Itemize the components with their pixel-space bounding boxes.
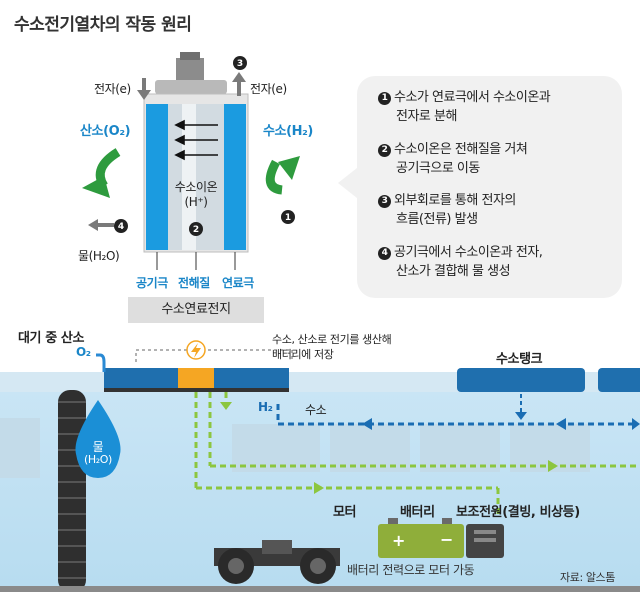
water-drop-line1: 물: [92, 440, 104, 454]
train-window-2: [330, 424, 410, 472]
hydrogen-tank: [457, 368, 585, 392]
cell-top-cap: [155, 80, 227, 94]
water-drop-line2: (H₂O): [84, 453, 112, 466]
electron-up-arrow: [232, 72, 246, 96]
tank-down-arrow: [515, 394, 527, 420]
badge-4-text: 4: [118, 222, 124, 232]
ion-label-line1: 수소이온: [174, 180, 218, 194]
svg-text:−: −: [440, 530, 453, 549]
cathode-plate: [146, 104, 168, 250]
badge-2-text: 2: [193, 225, 199, 235]
steps-pointer: [338, 168, 357, 198]
battery-unit-icon: [378, 524, 464, 558]
hydrogen-curve-arrow: [265, 159, 283, 195]
oxygen-label: 산소(O₂): [80, 124, 131, 139]
badge-3-icon: [233, 56, 247, 70]
battery-power-lines: [194, 392, 640, 516]
proton-arrows: [174, 119, 218, 161]
hydrogen-tank-2: [598, 368, 640, 392]
cathode-label: 공기극: [136, 276, 168, 290]
water-out-arrow: [88, 219, 114, 231]
step-4-badge: 4: [378, 247, 391, 260]
water-drop-icon: [75, 400, 121, 478]
step-3-badge: 3: [378, 195, 391, 208]
badge-1-text: 1: [285, 213, 291, 223]
badge-1-icon: [281, 210, 295, 224]
roof-battery-cell: [178, 368, 214, 390]
step-3-line2: 흐름(전류) 발생: [396, 212, 478, 227]
leader-lines: [156, 252, 236, 270]
step-2-badge: 2: [378, 144, 391, 157]
train-window-3: [420, 424, 500, 472]
steps-panel: [357, 76, 622, 298]
aux-power-label: 보조전원(결빙, 비상등): [456, 505, 580, 520]
source-label: 자료: 알스톰: [560, 571, 616, 584]
hydrogen-flow-line: [276, 404, 640, 430]
hydrogen-flow-label: 수소: [305, 403, 327, 417]
badge-4-icon: [114, 219, 128, 233]
step-4-line2: 산소가 결합해 물 생성: [396, 264, 511, 279]
anode-label: 연료극: [222, 276, 254, 290]
step-1-line1: 수소가 연료극에서 수소이온과: [394, 90, 551, 105]
cell-connector-cap: [180, 52, 200, 60]
bottom-caption: 배터리 전력으로 모터 가동: [347, 563, 475, 577]
hydrogen-label: 수소(H₂): [263, 124, 313, 139]
o2-label: O₂: [76, 345, 91, 359]
step-3-line1: 외부회로를 통해 전자의: [394, 193, 516, 208]
battery-bracket: [135, 349, 293, 362]
step-4-line1: 공기극에서 수소이온과 전자,: [394, 245, 543, 260]
train-window-1: [232, 424, 320, 472]
ion-label-line2: (H⁺): [184, 195, 208, 209]
air-oxygen-label: 대기 중 산소: [18, 331, 85, 346]
motor-label: 모터: [333, 505, 357, 520]
cell-connector-icon: [176, 58, 204, 80]
badge-3-text: 3: [237, 59, 243, 69]
battery-note-line2: 배터리에 저장: [272, 348, 334, 361]
electrolyte-label: 전해질: [178, 276, 210, 290]
h2-label: H₂: [258, 400, 273, 414]
battery-label: 배터리: [400, 505, 435, 520]
step-2-line1: 수소이온은 전해질을 거쳐: [394, 142, 528, 157]
train-window-5: [0, 418, 40, 478]
electron-label-left: 전자(e): [94, 82, 131, 96]
svg-text:+: +: [392, 531, 405, 550]
anode-plate: [224, 104, 246, 250]
page-title: 수소전기열차의 작동 원리: [14, 15, 192, 35]
step-1-badge: 1: [378, 92, 391, 105]
badge-2-icon: [189, 222, 203, 236]
oxygen-inlet-pipe: [96, 353, 106, 372]
electron-down-arrow: [137, 78, 151, 100]
step-1-line2: 전자로 분해: [396, 109, 457, 124]
hydrogen-tank-label: 수소탱크: [496, 352, 543, 367]
electron-label-right: 전자(e): [250, 82, 287, 96]
rail: [0, 586, 640, 592]
step-2-line2: 공기극으로 이동: [396, 161, 480, 176]
fuel-cell-caption: 수소연료전지: [128, 297, 264, 323]
battery-note-line1: 수소, 산소로 전기를 생산해: [272, 333, 392, 346]
water-label: 물(H₂O): [78, 249, 120, 263]
